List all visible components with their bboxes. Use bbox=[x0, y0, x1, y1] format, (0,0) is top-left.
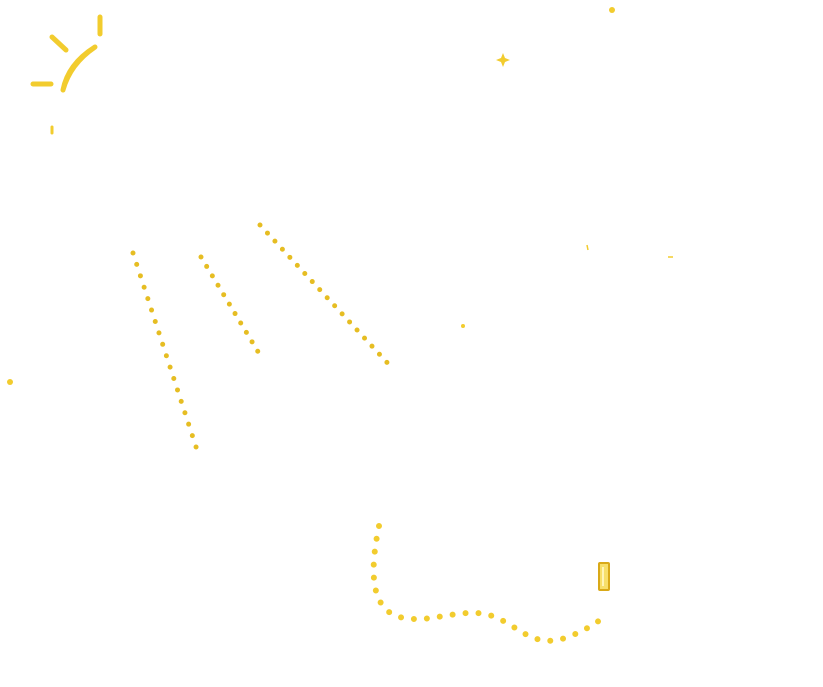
sparkle-star-icon bbox=[496, 53, 510, 67]
dotted-trail-icon bbox=[130, 222, 397, 456]
sparkle-tick-icon bbox=[586, 244, 589, 251]
sparkle-dot-icon bbox=[461, 324, 465, 328]
sparkle-dot-icon bbox=[7, 379, 13, 385]
glass-rectangle-icon bbox=[598, 562, 610, 591]
wavy-dotted-trail-icon bbox=[370, 523, 611, 644]
sparkle-dot-icon bbox=[609, 7, 615, 13]
sun-burst-icon bbox=[30, 14, 103, 135]
